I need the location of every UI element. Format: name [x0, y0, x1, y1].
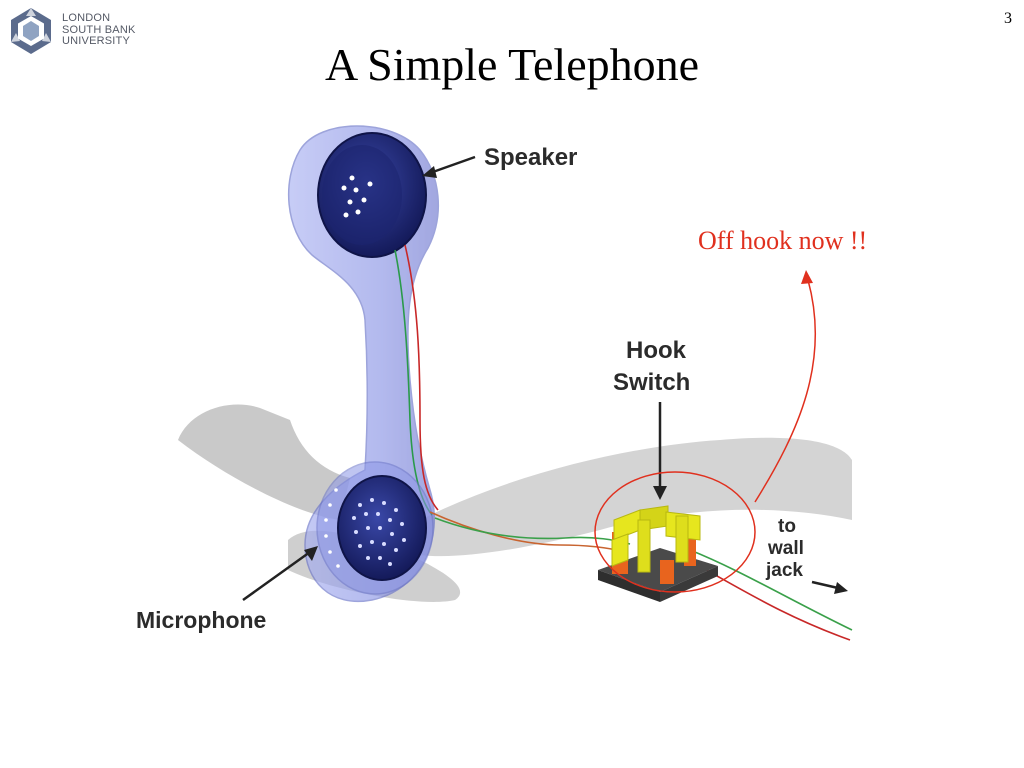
wall-jack-callout: to wall jack — [765, 516, 848, 594]
logo-line-3: UNIVERSITY — [62, 35, 131, 47]
logo-emblem-icon — [11, 8, 51, 54]
slide-title: A Simple Telephone — [324, 39, 700, 90]
microphone-callout: Microphone — [136, 546, 318, 633]
speaker-callout: Speaker — [422, 144, 577, 178]
hook-switch-label-line-1: Hook — [626, 337, 687, 364]
wall-jack-label-line-1: to — [778, 516, 796, 537]
hook-switch — [598, 505, 718, 602]
hook-switch-label-line-2: Switch — [613, 369, 690, 396]
handset — [287, 125, 439, 603]
wall-jack-label-line-2: wall — [767, 538, 804, 559]
logo-line-1: LONDON — [62, 12, 111, 24]
university-logo: LONDON SOUTH BANK UNIVERSITY — [6, 6, 146, 58]
off-hook-annotation: Off hook now !! — [698, 226, 868, 255]
logo-wordmark: LONDON SOUTH BANK UNIVERSITY — [62, 12, 136, 48]
logo-line-2: SOUTH BANK — [62, 23, 136, 36]
annotation-arrowhead-icon — [801, 270, 813, 284]
microphone-holes — [324, 488, 406, 568]
telephone-diagram: Speaker Microphone Hook Switch to wall j… — [136, 125, 853, 641]
hook-switch-callout: Hook Switch — [613, 337, 690, 500]
speaker-label: Speaker — [484, 144, 577, 171]
off-hook-highlight — [594, 270, 817, 593]
microphone-label: Microphone — [136, 607, 266, 633]
wall-jack-label-line-3: jack — [765, 560, 803, 581]
handset-shadow — [178, 404, 852, 602]
speaker-holes — [341, 175, 373, 218]
slide-number: 3 — [1004, 10, 1012, 27]
